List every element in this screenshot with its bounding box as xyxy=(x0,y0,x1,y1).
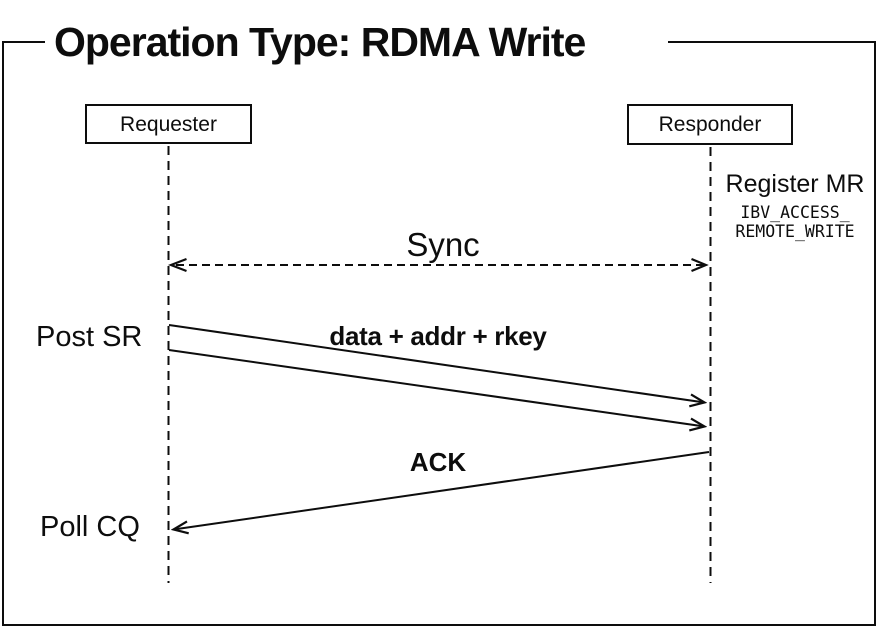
actor-label-requester: Requester xyxy=(120,112,217,136)
diagram-title: Operation Type: RDMA Write xyxy=(45,15,668,69)
mr-access-flag-line1: IBV_ACCESS_ xyxy=(740,203,850,222)
ack-message-label: ACK xyxy=(409,447,467,477)
ack-arrow xyxy=(174,451,710,530)
sync-message-label: Sync xyxy=(406,226,480,263)
register-mr-label: Register MR xyxy=(725,170,865,198)
post-sr-event-label: Post SR xyxy=(36,321,143,353)
data-message-label: data + addr + rkey xyxy=(329,321,547,351)
actor-label-responder: Responder xyxy=(658,113,762,136)
mr-access-flag-line2: REMOTE_WRITE xyxy=(735,222,855,241)
sync-arrow-left-head xyxy=(167,257,187,273)
register-mr-annotation: Register MR IBV_ACCESS_ REMOTE_WRITE xyxy=(716,170,874,242)
actor-box-responder: Responder xyxy=(627,104,793,145)
poll-cq-event-label: Poll CQ xyxy=(40,511,140,543)
data-arrow-1 xyxy=(168,324,705,403)
data-arrow-2 xyxy=(168,349,705,427)
actor-box-requester: Requester xyxy=(85,104,252,144)
